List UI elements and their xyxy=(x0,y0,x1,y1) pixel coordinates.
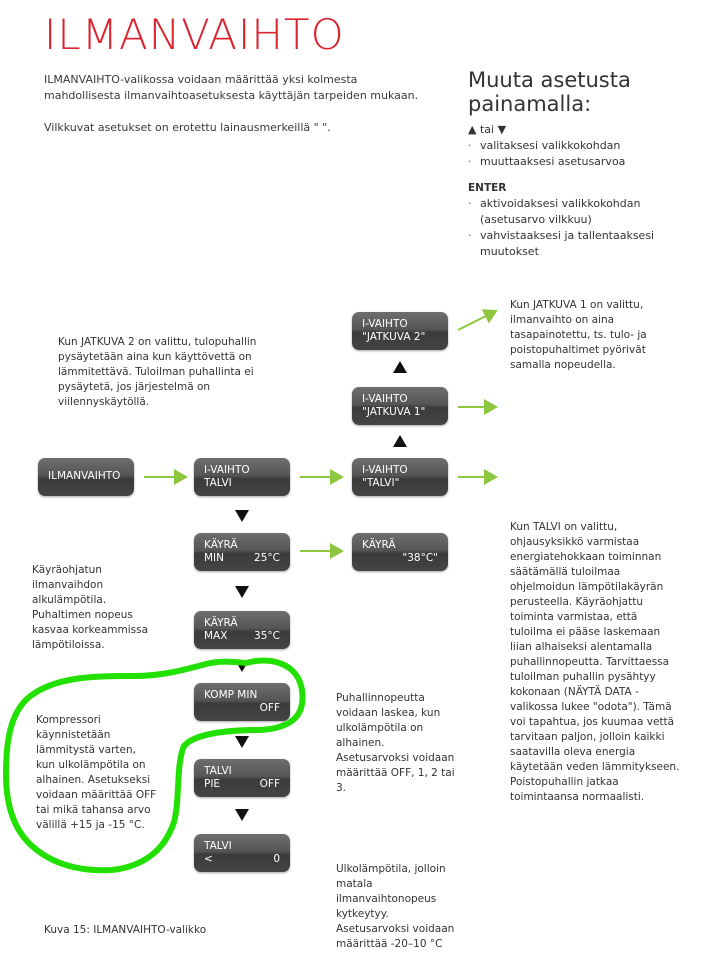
panel-label: TALVI xyxy=(204,840,232,852)
panel-label: ILMANVAIHTO xyxy=(48,470,121,482)
side-heading-line-2: painamalla: xyxy=(468,92,592,116)
note-kompressori: Kompressori käynnistetään lämmitystä var… xyxy=(36,714,157,831)
panel-label: I-VAIHTO xyxy=(362,464,408,476)
side-instructions: ▲ tai ▼ valitaksesi valikkokohdan muutta… xyxy=(468,122,688,260)
panel-label: TALVI xyxy=(204,765,232,777)
enter-list: aktivoidaksesi valikkokohdan (asetusarvo… xyxy=(468,196,658,260)
note-talvi: Kun TALVI on valittu, ohjausyksikkö varm… xyxy=(510,521,680,803)
panel-kayra-max[interactable]: KÄYRÄ MAX 35°C xyxy=(194,611,290,649)
panel-label: KÄYRÄ xyxy=(204,617,238,629)
panel-label: I-VAIHTO xyxy=(204,464,250,476)
panel-value: "38°C" xyxy=(402,552,438,564)
panel-label: KÄYRÄ xyxy=(362,539,396,551)
panel-value: 0 xyxy=(273,853,280,865)
note-kayra: Käyräohjatun ilmanvaihdon alkulämpötila.… xyxy=(32,564,149,651)
down-arrow-icon xyxy=(235,510,249,522)
figure-caption: Kuva 15: ILMANVAIHTO-valikko xyxy=(44,924,207,936)
arrows-label: ▲ tai ▼ xyxy=(468,123,507,136)
down-arrow-icon xyxy=(235,809,249,821)
enter-label: ENTER xyxy=(468,182,507,194)
panel-value: "JATKUVA 1" xyxy=(362,406,426,418)
panel-sublabel: MIN xyxy=(204,552,225,564)
panel-value: 25°C xyxy=(254,552,280,564)
panel-kayra-selected[interactable]: KÄYRÄ "38°C" xyxy=(352,533,448,571)
list-item: muuttaaksesi asetusarvoa xyxy=(468,154,688,170)
panel-value: "JATKUVA 2" xyxy=(362,331,426,343)
intro-paragraph-2: Vilkkuvat asetukset on erotettu lainausm… xyxy=(44,121,331,134)
note-ulkolampotila: Ulkolämpötila, jolloin matala ilmanvaiht… xyxy=(336,863,455,950)
panel-sublabel: PIE xyxy=(204,778,221,790)
note-puhallin: Puhallinnopeutta voidaan laskea, kun ulk… xyxy=(336,692,455,794)
down-arrow-icon xyxy=(235,736,249,748)
arrow-jatkuva2-to-note xyxy=(457,309,498,331)
note-jatkuva-1: Kun JATKUVA 1 on valittu, ilmanvaihto on… xyxy=(510,299,647,371)
panel-label: I-VAIHTO xyxy=(362,393,408,405)
panel-ilmanvaihto[interactable]: ILMANVAIHTO xyxy=(38,458,134,496)
list-item: vahvistaaksesi ja tallentaaksesi muutoks… xyxy=(468,228,658,260)
panel-sublabel: MAX xyxy=(204,630,228,642)
panel-komp-min[interactable]: KOMP MIN OFF xyxy=(194,683,290,721)
panel-kayra-min[interactable]: KÄYRÄ MIN 25°C xyxy=(194,533,290,571)
panel-value: 35°C xyxy=(254,630,280,642)
side-heading-line-1: Muuta asetusta xyxy=(468,68,631,92)
up-arrow-icon xyxy=(393,361,407,373)
page-title: ILMANVAIHTO xyxy=(44,10,345,59)
list-item: valitaksesi valikkokohdan xyxy=(468,138,688,154)
arrows-list: valitaksesi valikkokohdan muuttaaksesi a… xyxy=(468,138,688,170)
intro-paragraph-1: ILMANVAIHTO-valikossa voidaan määrittää … xyxy=(44,73,419,102)
intro-text: ILMANVAIHTO-valikossa voidaan määrittää … xyxy=(44,72,434,152)
panel-label: KÄYRÄ xyxy=(204,539,238,551)
list-item: aktivoidaksesi valikkokohdan (asetusarvo… xyxy=(468,196,658,228)
panel-talvi-pie[interactable]: TALVI PIE OFF xyxy=(194,759,290,797)
panel-value: "TALVI" xyxy=(362,477,400,489)
panel-jatkuva-1[interactable]: I-VAIHTO "JATKUVA 1" xyxy=(352,387,448,425)
panel-ivaihto-talvi-selected[interactable]: I-VAIHTO "TALVI" xyxy=(352,458,448,496)
panel-jatkuva-2[interactable]: I-VAIHTO "JATKUVA 2" xyxy=(352,312,448,350)
note-jatkuva-2: Kun JATKUVA 2 on valittu, tulopuhallin p… xyxy=(58,336,257,408)
panel-label: KOMP MIN xyxy=(204,689,258,701)
panel-talvi-limit[interactable]: TALVI <0 xyxy=(194,834,290,872)
panel-label: I-VAIHTO xyxy=(362,318,408,330)
up-arrow-icon xyxy=(393,435,407,447)
down-arrow-icon xyxy=(235,586,249,598)
panel-ivaihto-talvi[interactable]: I-VAIHTO TALVI xyxy=(194,458,290,496)
panel-value: TALVI xyxy=(204,477,232,489)
panel-value: OFF xyxy=(259,778,280,790)
side-heading: Muuta asetusta painamalla: xyxy=(468,68,631,116)
panel-value: OFF xyxy=(259,702,280,714)
panel-sublabel: < xyxy=(204,853,213,865)
